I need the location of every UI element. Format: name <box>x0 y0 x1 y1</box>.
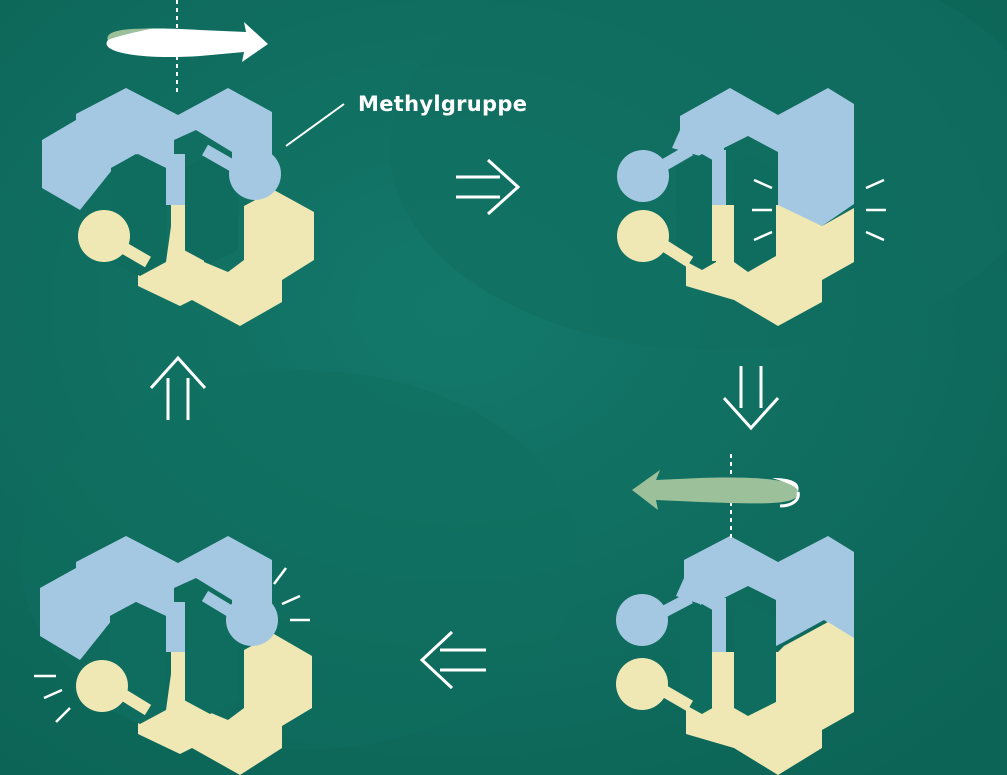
molecule-reverse-rotation <box>616 454 854 775</box>
glow-marks <box>34 567 310 723</box>
molecule-ring-flip <box>617 88 886 326</box>
clash-marks <box>752 178 886 242</box>
methyl-group-blue <box>229 148 281 200</box>
double-arrow-left-icon <box>419 630 486 690</box>
methyl-group-blue <box>617 150 669 202</box>
rotation-arrow-right-icon <box>106 22 269 62</box>
callout-line <box>285 103 345 147</box>
molecule-start <box>42 88 314 326</box>
methyl-group-yellow <box>76 660 128 712</box>
methyl-group-label: Methylgruppe <box>358 92 527 116</box>
double-arrow-right-icon <box>456 158 521 216</box>
double-arrow-up-icon <box>149 355 207 420</box>
methyl-group-yellow <box>617 210 669 262</box>
methyl-group-yellow <box>78 210 130 262</box>
methyl-group-blue <box>226 594 278 646</box>
molecule-end <box>34 536 312 775</box>
double-arrow-down-icon <box>722 366 780 431</box>
rotation-arrow-left-icon <box>632 470 800 510</box>
methyl-group-yellow <box>616 658 668 710</box>
methyl-group-blue <box>616 594 668 646</box>
